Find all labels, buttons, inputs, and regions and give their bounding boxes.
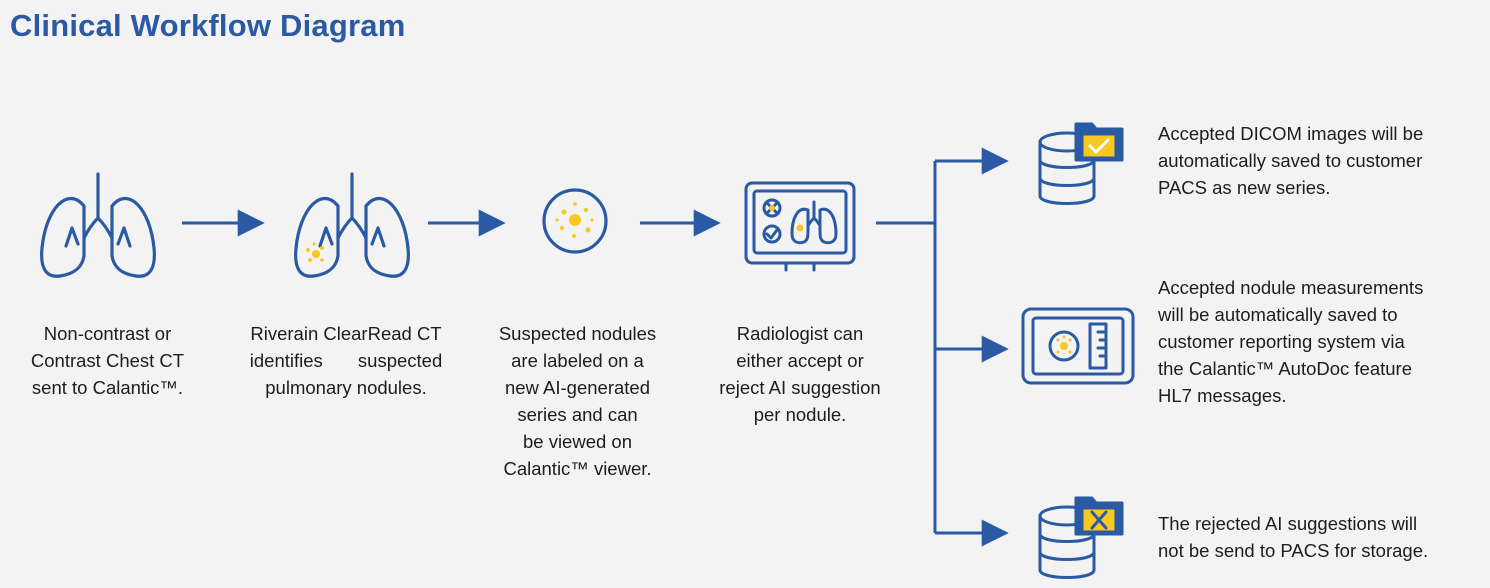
lungs-nodule-icon bbox=[294, 172, 410, 278]
outcome-1-caption: Accepted DICOM images will be automatica… bbox=[1158, 123, 1424, 198]
outcome-2-caption: Accepted nodule measurements will be aut… bbox=[1158, 277, 1424, 406]
monitor-review-icon bbox=[744, 181, 856, 272]
outcome-3-caption: The rejected AI suggestions will not be … bbox=[1158, 513, 1429, 561]
step-2-caption: Riverain ClearRead CT identifies suspect… bbox=[249, 323, 443, 398]
step-1-caption: Non-contrast or Contrast Chest CT sent t… bbox=[30, 323, 185, 398]
report-device-icon bbox=[1021, 307, 1135, 385]
database-rejected-icon bbox=[1038, 496, 1124, 579]
step-3-caption: Suspected nodules are labeled on a new A… bbox=[498, 323, 657, 479]
page-title: Clinical Workflow Diagram bbox=[10, 8, 406, 43]
nodule-circle-icon bbox=[542, 188, 608, 254]
lungs-icon bbox=[40, 172, 156, 278]
step-4-caption: Radiologist can either accept or reject … bbox=[719, 323, 881, 425]
database-accepted-icon bbox=[1038, 122, 1124, 205]
